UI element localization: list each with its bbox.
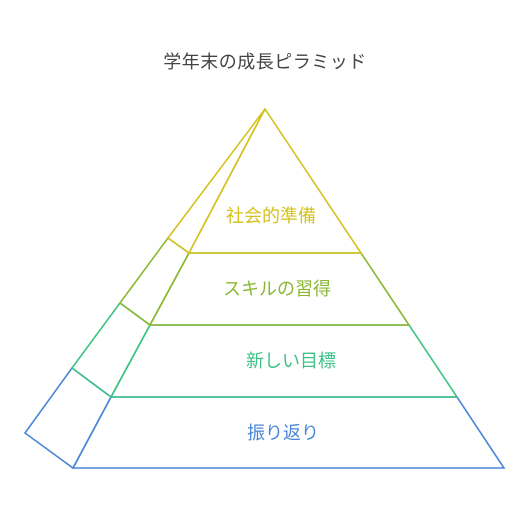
tier-skill-acquisition-side xyxy=(118,236,191,327)
diagram-title: 学年末の成長ピラミッド xyxy=(163,52,367,73)
tier-skill-acquisition: スキルの習得 xyxy=(118,236,411,327)
tier-new-goals: 新しい目標 xyxy=(70,301,459,399)
tier-new-goals-label: 新しい目標 xyxy=(246,351,336,372)
tier-reflection-label: 振り返り xyxy=(247,423,319,444)
tier-social-readiness-label: 社会的準備 xyxy=(226,206,316,227)
tier-social-readiness: 社会的準備 xyxy=(166,107,363,255)
tier-skill-acquisition-label: スキルの習得 xyxy=(223,279,331,300)
tier-reflection-side xyxy=(23,366,113,470)
tier-social-readiness-side xyxy=(166,108,266,255)
tier-social-readiness-face xyxy=(187,107,363,254)
tier-reflection: 振り返り xyxy=(23,366,506,470)
